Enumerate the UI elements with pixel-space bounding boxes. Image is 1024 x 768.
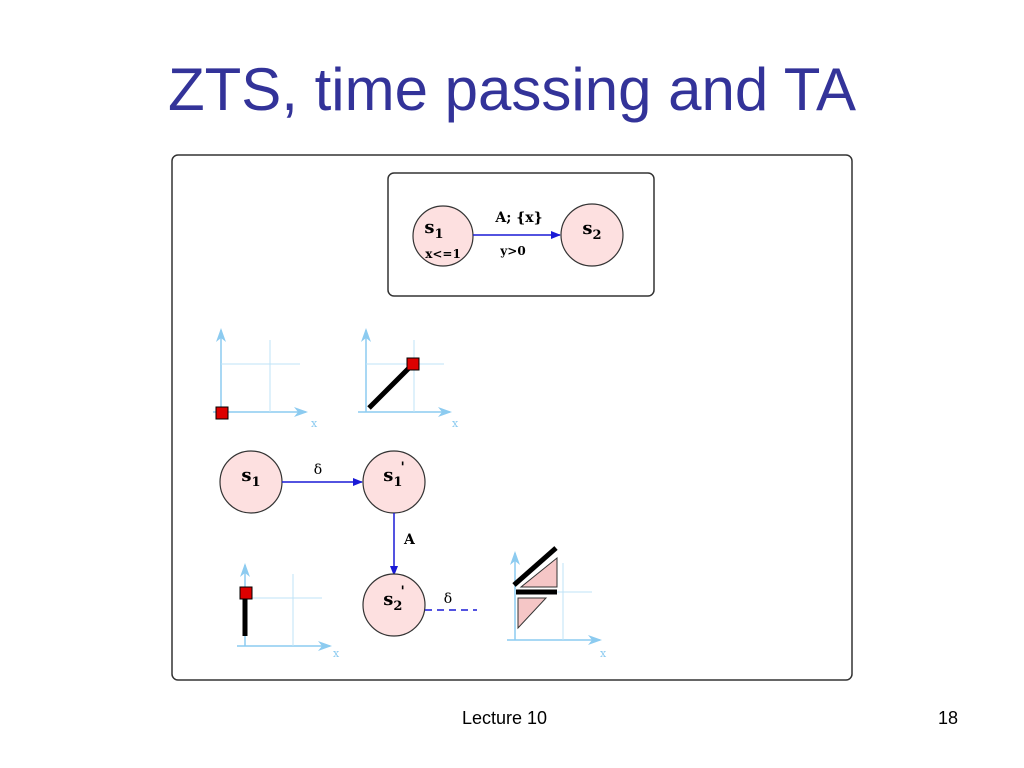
action-edge-label: A (403, 532, 416, 548)
state-prime: ' (400, 584, 404, 600)
footer-lecture: Lecture 10 (462, 708, 548, 728)
x-axis-label: x (600, 647, 607, 660)
zone-plot-initial: x (213, 328, 318, 430)
state-name: s (383, 589, 393, 610)
svg-text:s2: s2 (582, 218, 601, 243)
svg-text:s2': s2' (383, 584, 404, 614)
x-axis-label: x (311, 417, 318, 430)
automaton-state-s2: s2 (560, 203, 624, 267)
svg-text:s1: s1 (424, 217, 443, 242)
state-subscript: 1 (435, 227, 444, 242)
zone-diagonal-edge (512, 546, 558, 587)
slide-title: ZTS, time passing and TA (167, 56, 857, 123)
state-name: s (383, 465, 393, 486)
state-name: s (582, 218, 592, 239)
state-name: s (241, 465, 251, 486)
zts-state-s1: s1 (219, 450, 283, 514)
zone-diagonal (367, 363, 414, 410)
state-name: s (424, 217, 434, 238)
zts-state-s1-prime: s1' (362, 450, 426, 514)
zone-upper-triangle (519, 556, 558, 588)
state-prime: ' (400, 460, 404, 476)
zone-plot-future: x (507, 546, 607, 660)
zone-lower-triangle (517, 597, 548, 630)
state-subscript: 2 (593, 228, 602, 243)
state-subscript: 1 (393, 475, 402, 490)
state-subscript: 2 (393, 599, 402, 614)
delta-edge-label: δ (314, 462, 322, 478)
page-number: 18 (938, 708, 959, 728)
state-invariant: x<=1 (425, 247, 461, 261)
x-axis-label: x (452, 417, 459, 430)
zone-point-marker (215, 406, 229, 420)
diagram-frame (171, 154, 853, 681)
svg-text:s1: s1 (241, 465, 260, 490)
edge-guard-label: y>0 (499, 244, 525, 258)
automaton-state-s1: s1 x<=1 (412, 205, 474, 267)
delta-outgoing-label: δ (444, 591, 452, 607)
zone-point-marker (239, 586, 253, 600)
zone-plot-after-reset: x (237, 563, 340, 660)
edge-action-label: A; {x} (494, 210, 542, 226)
zone-plot-time-elapsed: x (358, 328, 459, 430)
state-subscript: 1 (252, 475, 261, 490)
svg-text:s1': s1' (383, 460, 404, 490)
x-axis-label: x (333, 647, 340, 660)
zts-state-s2-prime: s2' (362, 573, 426, 637)
zone-point-marker (406, 357, 420, 371)
